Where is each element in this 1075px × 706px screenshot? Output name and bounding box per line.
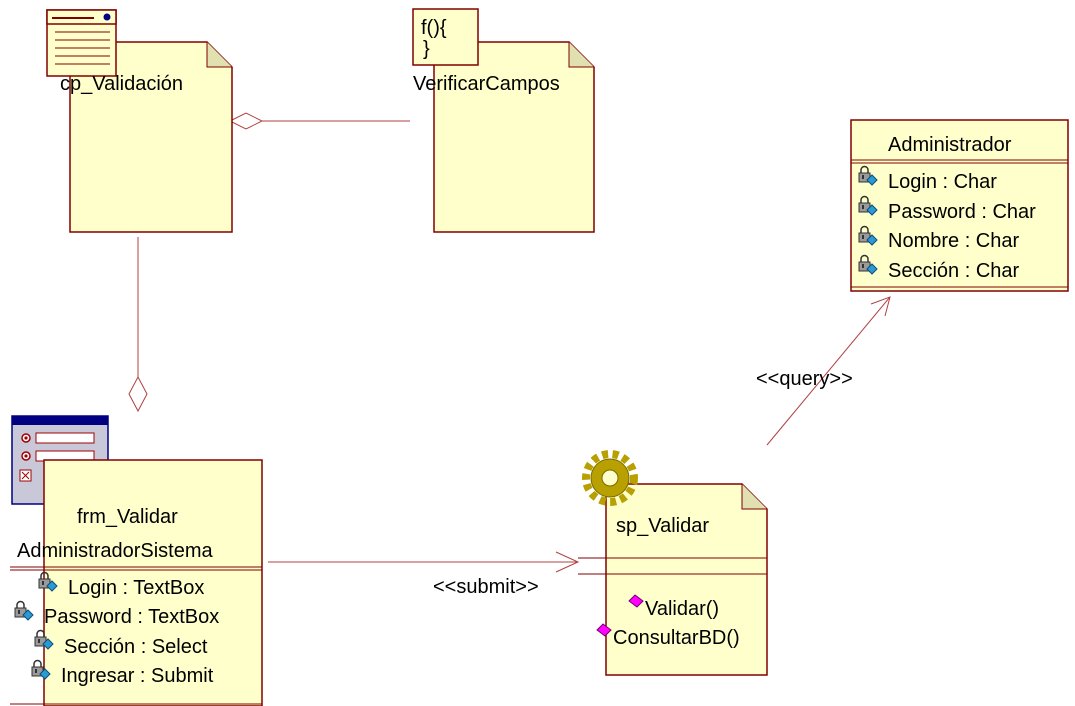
query-label: <<query>>: [756, 368, 853, 390]
function-icon-text-open: f(){: [421, 17, 447, 39]
administrador-class[interactable]: Administrador Login : Char Password : Ch…: [850, 119, 1069, 292]
aggregation-diamond-top: [228, 112, 264, 130]
attribute-text: Sección : Char: [888, 260, 1020, 282]
attribute-text: Ingresar : Submit: [61, 665, 214, 687]
attribute-text: Sección : Select: [64, 636, 208, 658]
attribute-row[interactable]: Sección : Char: [858, 254, 1020, 283]
operation-text: Validar(): [645, 598, 719, 620]
query-arrowhead: [870, 296, 891, 317]
function-icon: f(){ }: [412, 8, 479, 66]
attribute-row[interactable]: Login : Char: [858, 165, 997, 194]
attribute-row[interactable]: Nombre : Char: [858, 225, 1019, 253]
aggregation-diamond-left: [128, 375, 148, 413]
operation-text: ConsultarBD(): [613, 627, 740, 649]
attribute-text: Nombre : Char: [888, 230, 1019, 252]
submit-label: <<submit>>: [433, 576, 539, 598]
function-icon-text-close: }: [423, 38, 430, 60]
frm-validar-name-line1: frm_Validar: [77, 506, 178, 528]
attribute-text: Login : TextBox: [68, 577, 204, 599]
attribute-text: Password : Char: [888, 201, 1036, 223]
cp-validacion-name: cp_Validación: [60, 73, 183, 95]
query-line[interactable]: [766, 296, 891, 446]
sp-validar-name: sp_Validar: [616, 515, 709, 537]
operation-row[interactable]: Validar(): [628, 594, 719, 620]
attribute-row[interactable]: Ingresar : Submit: [31, 659, 214, 688]
submit-arrowhead: [555, 551, 580, 573]
private-attribute-icon: [14, 600, 34, 621]
server-page-icon: [46, 9, 117, 77]
attribute-text: Login : Char: [888, 171, 997, 193]
administrador-name: Administrador: [888, 134, 1012, 156]
sp-validar-node[interactable]: sp_Validar Validar() ConsultarBD(): [578, 450, 768, 676]
attribute-row[interactable]: Password : Char: [858, 195, 1036, 224]
attribute-text: Password : TextBox: [44, 606, 219, 628]
gear-icon: [582, 450, 638, 506]
frm-validar-name-line2: AdministradorSistema: [17, 540, 214, 562]
frm-validar-class[interactable]: frm_Validar AdministradorSistema Login :…: [10, 415, 263, 706]
attribute-row[interactable]: Login : TextBox: [38, 571, 204, 600]
verificar-campos-name: VerificarCampos: [413, 73, 560, 95]
cp-validacion-node[interactable]: cp_Validación: [46, 9, 233, 233]
verificar-campos-node[interactable]: f(){ } VerificarCampos: [412, 8, 595, 233]
attribute-row[interactable]: Password : TextBox: [14, 600, 219, 629]
operation-row[interactable]: ConsultarBD(): [596, 623, 740, 649]
attribute-row[interactable]: Sección : Select: [34, 629, 208, 659]
